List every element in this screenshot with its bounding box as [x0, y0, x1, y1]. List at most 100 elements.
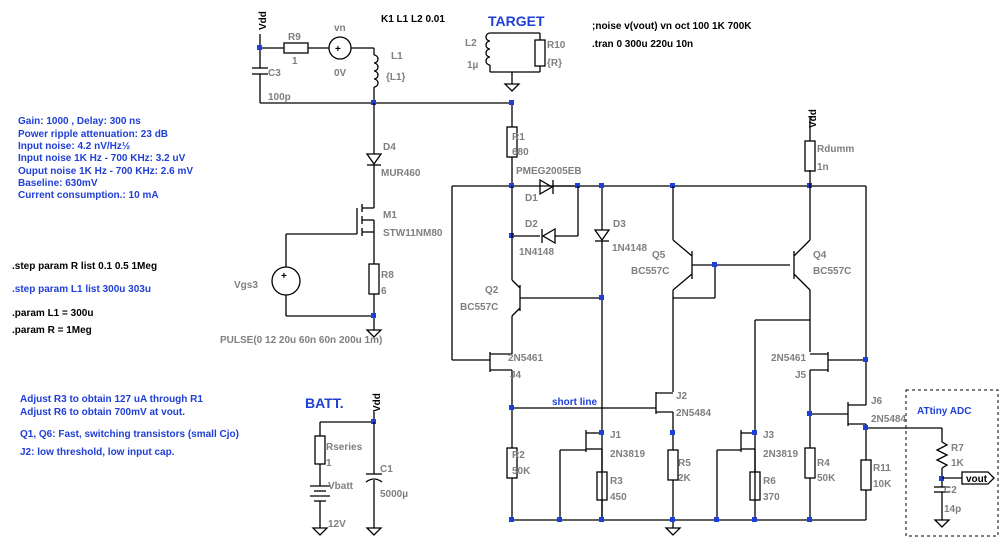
d4-diode[interactable]: [365, 153, 383, 166]
j1-value: 2N3819: [610, 449, 645, 460]
vout-net-label: vout: [966, 474, 988, 485]
d3-ref: D3: [613, 219, 626, 230]
m1-ref: M1: [383, 210, 397, 221]
d4-value: MUR460: [381, 168, 421, 179]
q5-ref: Q5: [652, 250, 666, 261]
spec-line: Ouput noise 1K Hz - 700 KHz: 2.6 mV: [18, 166, 193, 177]
r11-resistor[interactable]: [860, 459, 872, 491]
rseries-ref: Rseries: [326, 442, 363, 453]
l2-value: 1µ: [467, 60, 479, 71]
rseries-value: 1: [326, 458, 332, 469]
coupling-directive: K1 L1 L2 0.01: [381, 14, 445, 25]
vbatt-value: 12V: [328, 519, 346, 530]
r4-value: 50K: [817, 473, 836, 484]
ground-symbol-main: [664, 527, 682, 536]
ground-symbol-c1: [365, 527, 383, 536]
r10-ref: R10: [547, 40, 566, 51]
l1-value: {L1}: [386, 72, 406, 83]
j5-value: 2N5461: [771, 353, 806, 364]
tran-directive: .tran 0 300u 220u 10n: [592, 39, 693, 50]
d1-diode[interactable]: [539, 178, 554, 196]
j1-ref: J1: [610, 430, 622, 441]
l2-inductor[interactable]: [485, 32, 491, 66]
r8-value: 6: [381, 286, 387, 297]
ground-symbol-target: [503, 83, 521, 92]
d2-diode[interactable]: [541, 227, 556, 245]
vdd-net-label-3: Vdd: [372, 393, 383, 412]
d3-value: 1N4148: [612, 243, 647, 254]
l1-ref: L1: [391, 51, 403, 62]
r11-value: 10K: [873, 479, 892, 490]
r6-value: 370: [763, 492, 780, 503]
r1-value: 680: [512, 147, 529, 158]
spec-line: Current consumption.: 10 mA: [18, 190, 159, 201]
j2-ref: J2: [676, 391, 688, 402]
ground-symbol-adc: [933, 519, 951, 528]
q4-value: BC557C: [813, 266, 851, 277]
m1-value: STW11NM80: [383, 228, 443, 239]
target-title: TARGET: [488, 13, 545, 29]
r8-resistor[interactable]: [368, 263, 380, 295]
svg-text:+: +: [281, 271, 287, 282]
ground-symbol-m1: [365, 329, 383, 338]
r2-value: 50K: [512, 466, 531, 477]
q2-value: BC557C: [460, 302, 498, 313]
j2-value: 2N5484: [676, 408, 711, 419]
r9-ref: R9: [288, 32, 301, 43]
rdumm-value: 1n: [817, 162, 829, 173]
note-line: J2: low threshold, low input cap.: [20, 447, 175, 458]
noise-directive: ;noise v(vout) vn oct 100 1K 700K: [592, 21, 752, 32]
d2-ref: D2: [525, 219, 538, 230]
vgs3-ref: Vgs3: [234, 280, 258, 291]
step-l1-directive: .step param L1 list 300u 303u: [12, 284, 151, 295]
notes-block: Adjust R3 to obtain 127 uA through R1 Ad…: [20, 394, 239, 458]
r8-ref: R8: [381, 270, 394, 281]
j6-ref: J6: [871, 396, 883, 407]
c2-value: 14p: [944, 504, 961, 515]
l1-inductor[interactable]: [373, 54, 379, 88]
r10-value: {R}: [547, 58, 562, 69]
vbatt-ref: Vbatt: [328, 481, 354, 492]
rseries-resistor[interactable]: [314, 435, 326, 465]
vn-ref: vn: [334, 23, 346, 34]
adc-dashed-box: [905, 389, 999, 537]
vdd-net-label-1: Vdd: [258, 11, 269, 30]
c1-ref: C1: [380, 464, 393, 475]
spec-block: Gain: 1000 , Delay: 300 ns Power ripple …: [18, 116, 193, 201]
note-line: Q1, Q6: Fast, switching transistors (sma…: [20, 429, 239, 440]
r4-resistor[interactable]: [804, 447, 816, 479]
note-line: Adjust R3 to obtain 127 uA through R1: [20, 394, 203, 405]
adc-block: ATtiny ADC vout R7 1K C2 14p: [905, 389, 999, 537]
j4-ref: J4: [510, 370, 522, 381]
r5-ref: R5: [678, 458, 691, 469]
d3-diode[interactable]: [593, 229, 611, 242]
target-coil: TARGET L2 1µ R10 {R}: [465, 13, 566, 92]
adc-title: ATtiny ADC: [917, 406, 971, 417]
r10-resistor[interactable]: [534, 39, 546, 67]
rdumm-resistor[interactable]: [804, 140, 816, 172]
r9-resistor[interactable]: [283, 42, 309, 54]
r7-ref: R7: [951, 443, 964, 454]
spec-line: Input noise: 4.2 nV/Hz½: [18, 141, 130, 152]
q4-ref: Q4: [813, 250, 827, 261]
r7-resistor[interactable]: [935, 441, 949, 469]
d1-value: PMEG2005EB: [516, 166, 582, 177]
j5-ref: J5: [795, 370, 807, 381]
spec-line: Gain: 1000 , Delay: 300 ns: [18, 116, 141, 127]
param-r-directive: .param R = 1Meg: [12, 325, 92, 336]
vout-port[interactable]: [961, 471, 995, 485]
spec-line: Baseline: 630mV: [18, 178, 98, 189]
j3-ref: J3: [763, 430, 775, 441]
vn-value: 0V: [334, 68, 347, 79]
j3-value: 2N3819: [763, 449, 798, 460]
svg-text:+: +: [335, 44, 341, 55]
d4-ref: D4: [383, 142, 396, 153]
amplifier: R1 680 PMEG2005EB D1 D2 1N4148 D3 1N4148: [451, 100, 942, 536]
r5-resistor[interactable]: [667, 449, 679, 481]
r6-resistor[interactable]: [749, 471, 761, 501]
short-line-net-label: short line: [552, 397, 597, 408]
c1-value: 5000µ: [380, 489, 408, 500]
ground-symbol-batt: [311, 527, 329, 536]
r5-value: 2K: [678, 473, 692, 484]
